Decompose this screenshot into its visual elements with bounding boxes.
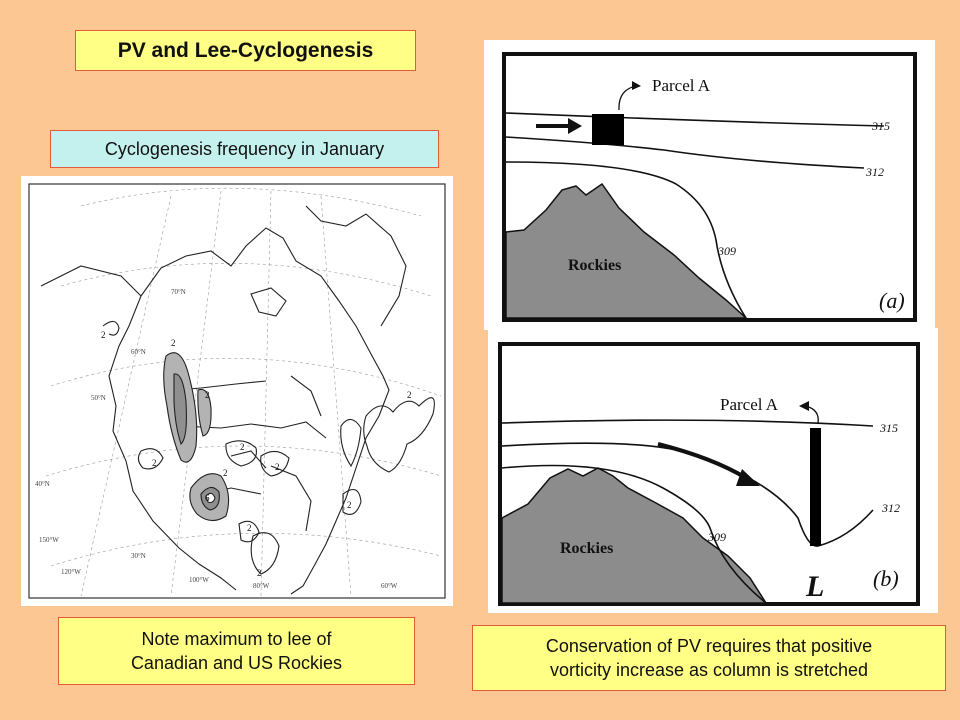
contour-label: 2	[247, 523, 252, 533]
isentrope-315	[505, 112, 885, 127]
contour-label: 2	[407, 390, 412, 400]
note-right: Conservation of PV requires that positiv…	[472, 625, 946, 691]
flow-arrow-head	[736, 469, 760, 486]
isentrope-309	[505, 161, 747, 319]
contour-label: 2	[223, 468, 228, 478]
rockies-label: Rockies	[560, 540, 613, 557]
map-caption: Cyclogenesis frequency in January	[50, 130, 439, 168]
note-left-line-1: Note maximum to lee of	[141, 629, 332, 649]
note-left: Note maximum to lee of Canadian and US R…	[58, 617, 415, 685]
parcel-a-label: Parcel A	[652, 76, 711, 95]
panel-label-a: (a)	[879, 288, 905, 313]
note-right-line-1: Conservation of PV requires that positiv…	[545, 636, 873, 656]
contour-label: 6	[205, 493, 210, 503]
parcel-a-column	[592, 114, 624, 145]
graticule-labels: 70°N 60°N 50°N 40°N 30°N 150°W 120°W 100…	[35, 288, 398, 590]
contour-label: 2	[257, 568, 262, 578]
rockies-mountain	[505, 182, 748, 319]
isentrope-label-309: 309	[717, 244, 736, 258]
lon-label: 150°W	[39, 536, 59, 544]
isentrope-label-315: 315	[871, 119, 890, 133]
contour-label: 2	[347, 500, 352, 510]
panel-b-diagram: Parcel A Rockies 315 312 309 L (b)	[488, 328, 938, 613]
lon-label: 120°W	[61, 568, 81, 576]
lon-label: 80°W	[253, 582, 270, 590]
lon-label: 100°W	[189, 576, 209, 584]
panel-a-svg: Parcel A Rockies 315 312 309 (a)	[502, 52, 917, 322]
contour-label: 2	[240, 442, 245, 452]
contour-label: 2	[152, 458, 157, 468]
contour-label: 2	[171, 338, 176, 348]
isentrope-309	[501, 464, 767, 604]
map-svg: 2 2 2 2 2 2 2 6 2 2 2 2 70°N 60°N 50°N 4…	[28, 183, 446, 599]
panel-a-diagram: Parcel A Rockies 315 312 309 (a)	[484, 40, 935, 330]
graticule	[45, 187, 442, 597]
parcel-a-label: Parcel A	[720, 395, 779, 414]
contour-label: 2	[275, 462, 280, 472]
parcel-pointer-head	[799, 401, 809, 411]
rockies-mountain	[501, 467, 768, 604]
isentrope-312	[501, 442, 874, 547]
low-pressure-label: L	[805, 570, 824, 603]
lat-label: 60°N	[131, 348, 146, 356]
flow-arrow-head	[568, 118, 582, 134]
open-contours	[102, 320, 435, 575]
contour-label: 2	[205, 390, 210, 400]
lat-label: 50°N	[91, 394, 106, 402]
lon-label: 60°W	[381, 582, 398, 590]
cyclogenesis-map: 2 2 2 2 2 2 2 6 2 2 2 2 70°N 60°N 50°N 4…	[21, 176, 453, 606]
continent-outline	[40, 205, 407, 595]
note-left-line-2: Canadian and US Rockies	[130, 653, 343, 673]
lat-label: 30°N	[131, 552, 146, 560]
lat-label: 40°N	[35, 480, 50, 488]
contour-labels: 2 2 2 2 2 2 2 6 2 2 2 2	[101, 330, 412, 578]
cyclogenesis-contours	[163, 352, 230, 522]
panel-label-b: (b)	[873, 566, 899, 591]
panel-b-svg: Parcel A Rockies 315 312 309 L (b)	[498, 342, 920, 606]
isentrope-label-309: 309	[707, 530, 726, 544]
flow-arrow	[657, 442, 748, 480]
note-right-line-2: vorticity increase as column is stretche…	[549, 660, 869, 680]
isentrope-label-312: 312	[881, 501, 900, 515]
isentrope-312	[505, 136, 865, 169]
parcel-a-column	[810, 428, 821, 546]
page-title: PV and Lee-Cyclogenesis	[75, 30, 416, 71]
contour-label: 2	[101, 330, 106, 340]
isentrope-label-312: 312	[865, 165, 884, 179]
parcel-pointer-head	[632, 81, 641, 90]
isentrope-label-315: 315	[879, 421, 898, 435]
rockies-label: Rockies	[568, 257, 621, 274]
isentrope-315	[501, 419, 874, 427]
lat-label: 70°N	[171, 288, 186, 296]
